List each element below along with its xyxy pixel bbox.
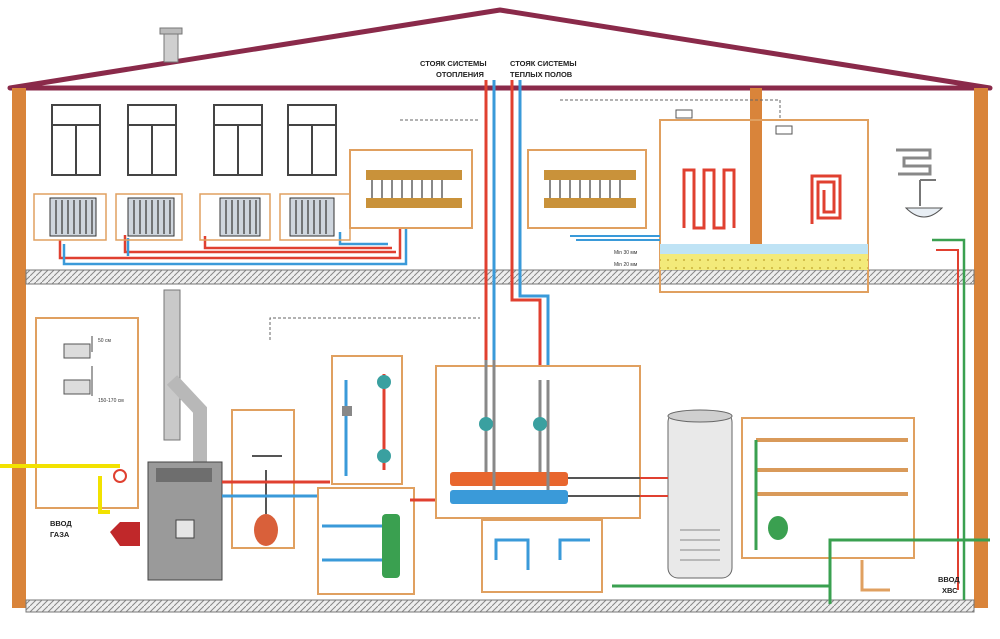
dhw-distribution [741, 417, 915, 559]
expansion-tank [222, 409, 330, 549]
riser-heating-label-2: ОТОПЛЕНИЯ [436, 70, 484, 79]
water-heater [640, 409, 733, 579]
interior-column [750, 88, 762, 270]
floor-heating-manifold [527, 149, 647, 229]
dim-50-label: 50 см [98, 338, 111, 344]
roof [7, 7, 993, 91]
water-label-2: ХВС [942, 586, 958, 595]
water-label-1: ВВОД [938, 575, 960, 584]
left-wall [12, 88, 26, 608]
min30-label: Min 30 мм [614, 250, 638, 256]
sub-circuit-box [481, 519, 603, 593]
pump-group [331, 355, 403, 485]
gas-label-1: ВВОД [50, 519, 72, 528]
first-floor-slab [25, 269, 975, 285]
riser-floor-label-2: ТЕПЛЫХ ПОЛОВ [510, 70, 573, 79]
riser-heating-label-1: СТОЯК СИСТЕМЫ [420, 59, 487, 68]
hydraulic-separator [317, 487, 440, 595]
min20-label: Min 20 мм [614, 262, 638, 268]
riser-floor-label-1: СТОЯК СИСТЕМЫ [510, 59, 577, 68]
cold-water-inlet [612, 538, 990, 604]
chimney [159, 27, 183, 63]
windows [51, 104, 337, 176]
gas-entry-panel [0, 317, 140, 546]
dim-150-label: 150-170 см [98, 398, 124, 404]
sink [896, 148, 966, 600]
right-wall [974, 88, 988, 608]
distribution-manifold [435, 360, 641, 519]
underfloor-heating [570, 109, 869, 293]
ground-slab [25, 599, 975, 613]
radiators [33, 193, 351, 241]
gas-label-2: ГАЗА [50, 530, 70, 539]
radiator-manifold [349, 149, 473, 229]
risers [484, 80, 550, 380]
boiler [147, 289, 223, 581]
